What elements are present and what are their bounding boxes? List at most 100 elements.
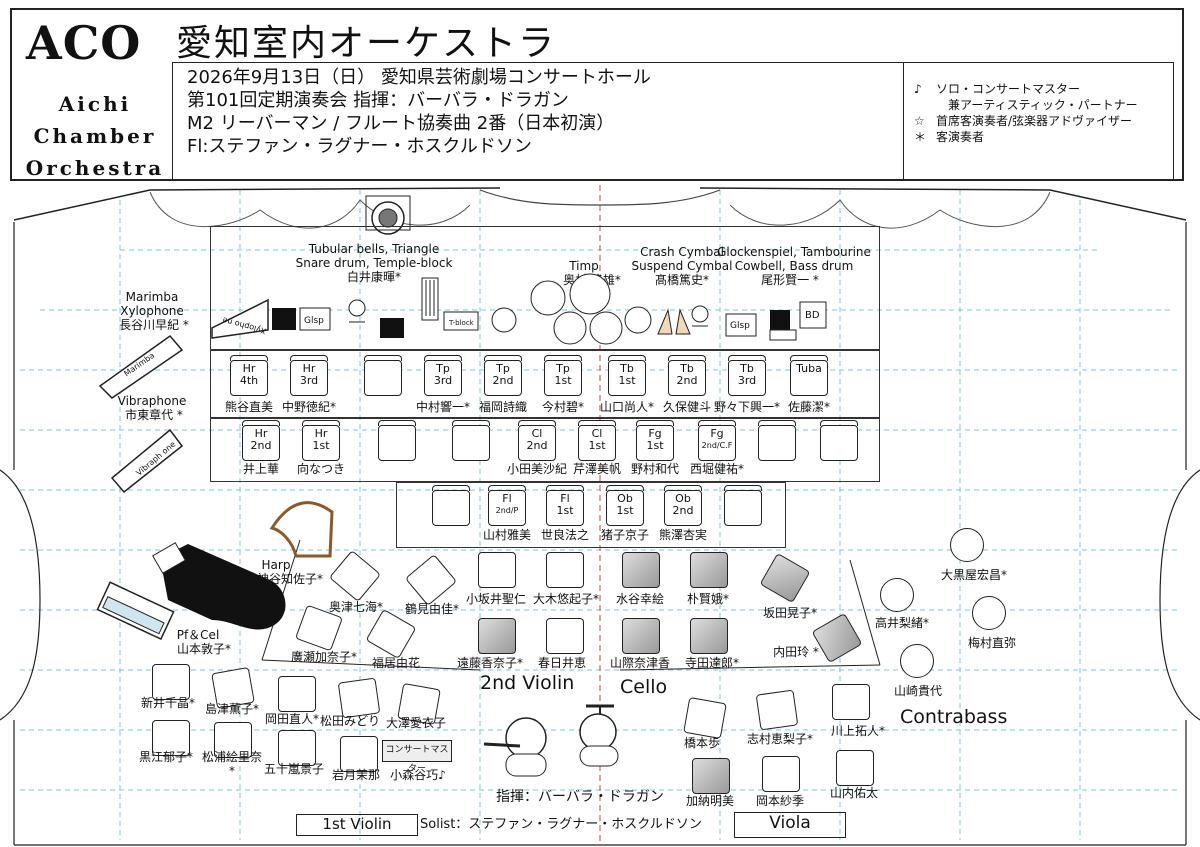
- player-name: 坂田晃子*: [762, 606, 818, 620]
- player-name: 寺田達郎*: [684, 656, 740, 670]
- player-name: 向なつき: [296, 462, 346, 476]
- timpani-icon: [569, 273, 611, 315]
- part-desk: 2nd: [492, 374, 514, 387]
- player-name: 松田みどり: [319, 714, 381, 728]
- harp-label: Harp: [261, 558, 291, 572]
- xylophone-icon: [211, 298, 269, 339]
- part-label: Tp: [436, 362, 450, 375]
- player-name: 熊谷直美: [224, 400, 274, 414]
- page-title: 愛知室内オーケストラ: [176, 23, 557, 64]
- player-name: 井上華: [242, 462, 280, 476]
- player-name: 長谷川早紀 *: [119, 318, 189, 332]
- part-label: Ob: [675, 492, 691, 505]
- string-chair: [832, 684, 870, 720]
- player-name: 内田玲 *: [773, 645, 819, 659]
- string-chair: [478, 552, 516, 588]
- player-name: 猪子京子: [600, 528, 650, 542]
- info-line-1: 2026年9月13日（日） 愛知県芸術劇場コンサートホール: [187, 67, 651, 88]
- player-name: 野村和代: [630, 462, 680, 476]
- player-name: 橋本歩: [683, 736, 721, 750]
- player-name: 小田美沙紀: [506, 462, 568, 476]
- part-desk: 1st: [616, 504, 634, 517]
- player-name: 奥津七海*: [328, 600, 384, 614]
- vibraphone-label: Vibraphone: [117, 394, 187, 408]
- marimba-label: Marimba: [125, 290, 179, 304]
- part-desk: 1st: [588, 439, 606, 452]
- glock-label: Glockenspiel, Tambourine: [717, 245, 871, 259]
- player-name: 島津薫子*: [204, 702, 260, 716]
- snare-icon: [491, 307, 517, 333]
- string-chair: [278, 676, 316, 712]
- section-label-2nd-violin: 2nd Violin: [480, 672, 575, 694]
- player-name: 佐藤潔*: [787, 400, 831, 414]
- string-chair: [690, 618, 728, 654]
- logo-line-2: Chamber: [33, 124, 157, 148]
- player-name: 大木悠起子*: [532, 592, 600, 606]
- soloist-label: Solist：ステファン・ラグナー・ホスクルドソン: [420, 817, 702, 832]
- player-name: 野々下興一*: [713, 400, 781, 414]
- part-desk: 2nd: [250, 439, 272, 452]
- player-name: 髙橋篤史*: [654, 273, 710, 287]
- player-name: 五十嵐景子: [263, 762, 325, 776]
- legend-item: ♪ソロ・コンサートマスター: [914, 82, 1081, 96]
- vibraphone-icon: [110, 428, 184, 494]
- brass-chair: [364, 355, 402, 396]
- contrabass-stool: [972, 596, 1006, 630]
- woodwind-chair: [724, 485, 762, 526]
- header-frame: [10, 8, 1184, 181]
- part-label: Tuba: [796, 362, 822, 375]
- piano-label: Pf＆Cel: [176, 628, 220, 642]
- part-desk: 3rd: [737, 374, 757, 387]
- timp-label: Timp: [569, 259, 599, 273]
- part-label: Fl: [560, 492, 570, 505]
- player-name: 高井梨緒*: [874, 616, 930, 630]
- player-name: 山際奈津香: [609, 656, 671, 670]
- info-line-4: Fl:ステファン・ラグナー・ホスクルドソン: [187, 136, 532, 157]
- player-name: 中野徳紀*: [281, 400, 337, 414]
- conductor-icon: [579, 713, 617, 751]
- soloist-icon: [505, 717, 547, 759]
- section-label-contrabass: Contrabass: [900, 706, 1008, 728]
- part-label: Cl: [591, 427, 603, 440]
- part-label: Hr: [254, 427, 268, 440]
- player-name: 福岡詩織: [478, 400, 528, 414]
- part-label: Tb: [680, 362, 694, 375]
- section-label-1st-violin: 1st Violin: [296, 814, 418, 836]
- section-label-viola: Viola: [734, 812, 846, 838]
- temple-block-icon: [443, 311, 479, 331]
- aco-logo: ACO: [26, 16, 142, 70]
- flute-icon: [483, 742, 521, 748]
- string-chair: [762, 756, 800, 792]
- legend-item: ＊客演奏者: [914, 130, 985, 144]
- timpani-icon: [589, 311, 623, 345]
- bd-tag: BD: [805, 310, 820, 321]
- part-desk: 4th: [239, 374, 259, 387]
- glsp-icon: [299, 307, 331, 331]
- part-label: Fg: [648, 427, 662, 440]
- section-label-cello: Cello: [620, 676, 668, 698]
- piano-icon: [160, 544, 286, 630]
- crash-label: Crash Cymbal: [640, 245, 724, 259]
- cymbal-icon: [657, 308, 673, 335]
- part-label: Fl: [502, 492, 512, 505]
- player-head-icon: [691, 305, 709, 323]
- xylophone-label: Xylophone: [120, 304, 184, 318]
- player-name: 山本敦子*: [176, 642, 232, 656]
- player-name: 春日井恵: [537, 656, 587, 670]
- player-name: 世良法之: [540, 528, 590, 542]
- string-chair: [152, 664, 190, 700]
- legend: ♪ソロ・コンサートマスター 兼アーティスティック・パートナー ☆首席客演奏者/弦…: [904, 62, 1174, 180]
- string-chair: [546, 618, 584, 654]
- player-name: 山内佑太: [829, 786, 879, 800]
- celesta-icon: [96, 581, 175, 641]
- player-name: 芹澤美帆: [572, 462, 622, 476]
- legend-item: ☆首席客演奏者/弦楽器アドヴァイザー: [914, 114, 1133, 128]
